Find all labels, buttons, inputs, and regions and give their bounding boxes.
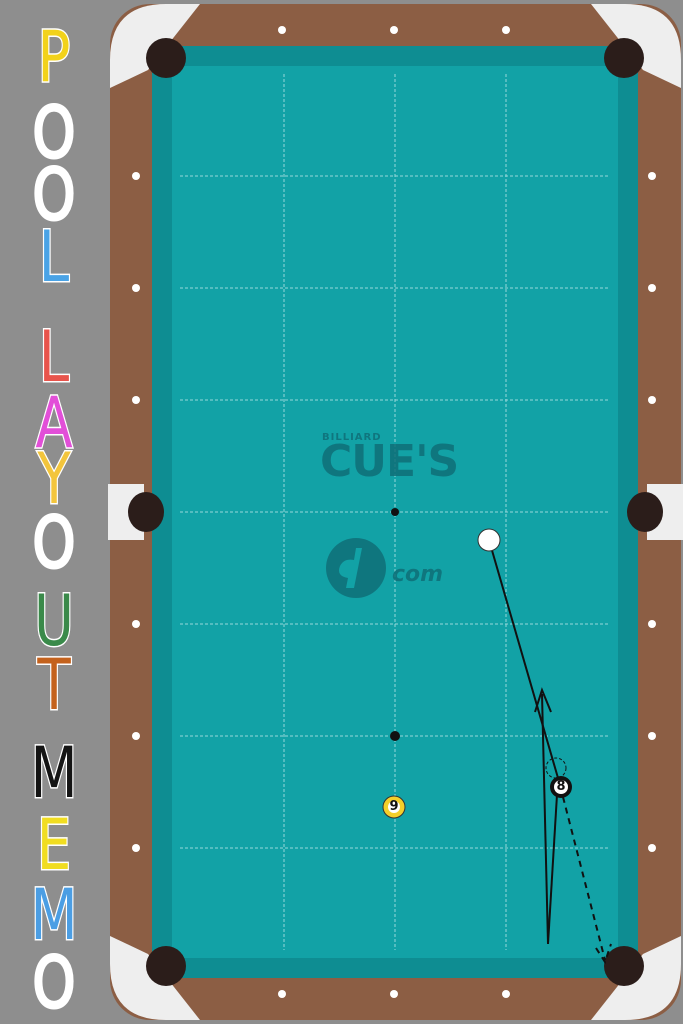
nine-ball-label: 9 <box>389 799 399 814</box>
title-letter: O <box>31 942 76 1024</box>
pool-table-drawing <box>108 0 683 1024</box>
eight-ball-label: 8 <box>556 779 566 794</box>
title-letter: Y <box>36 438 72 520</box>
title-letter: L <box>38 216 71 298</box>
title-letter: A <box>34 382 74 464</box>
title-letter: O <box>31 154 76 236</box>
brand-logo: BILLIARD CUE'S <box>320 432 502 492</box>
cue-ball[interactable] <box>477 528 501 552</box>
pool-table: BILLIARD CUE'S com 9 8 <box>108 0 683 1024</box>
title-letter: O <box>31 92 76 174</box>
brand-logo-small: BILLIARD <box>322 432 382 443</box>
center-spot <box>391 508 399 516</box>
pockets <box>128 38 663 986</box>
title-letter: L <box>38 316 71 398</box>
title-letter: M <box>29 874 78 956</box>
foot-spot <box>390 731 400 741</box>
title-letter: E <box>36 804 73 886</box>
cue-path-arrow-icon <box>488 539 559 945</box>
site-logo: com <box>324 536 474 600</box>
eight-ball-center <box>554 780 568 794</box>
title-letter: T <box>36 644 72 726</box>
title-letter: M <box>29 732 78 814</box>
title-letter: U <box>33 580 75 662</box>
brand-logo-big: CUE'S <box>320 436 459 487</box>
site-logo-suffix: com <box>392 562 444 587</box>
object-ball-path-icon <box>562 796 612 965</box>
d-logo-icon <box>326 538 386 598</box>
title-letter: P <box>36 16 71 98</box>
title-letter: O <box>31 502 76 584</box>
rail-diamonds <box>132 26 656 998</box>
nine-ball-center <box>388 801 400 813</box>
